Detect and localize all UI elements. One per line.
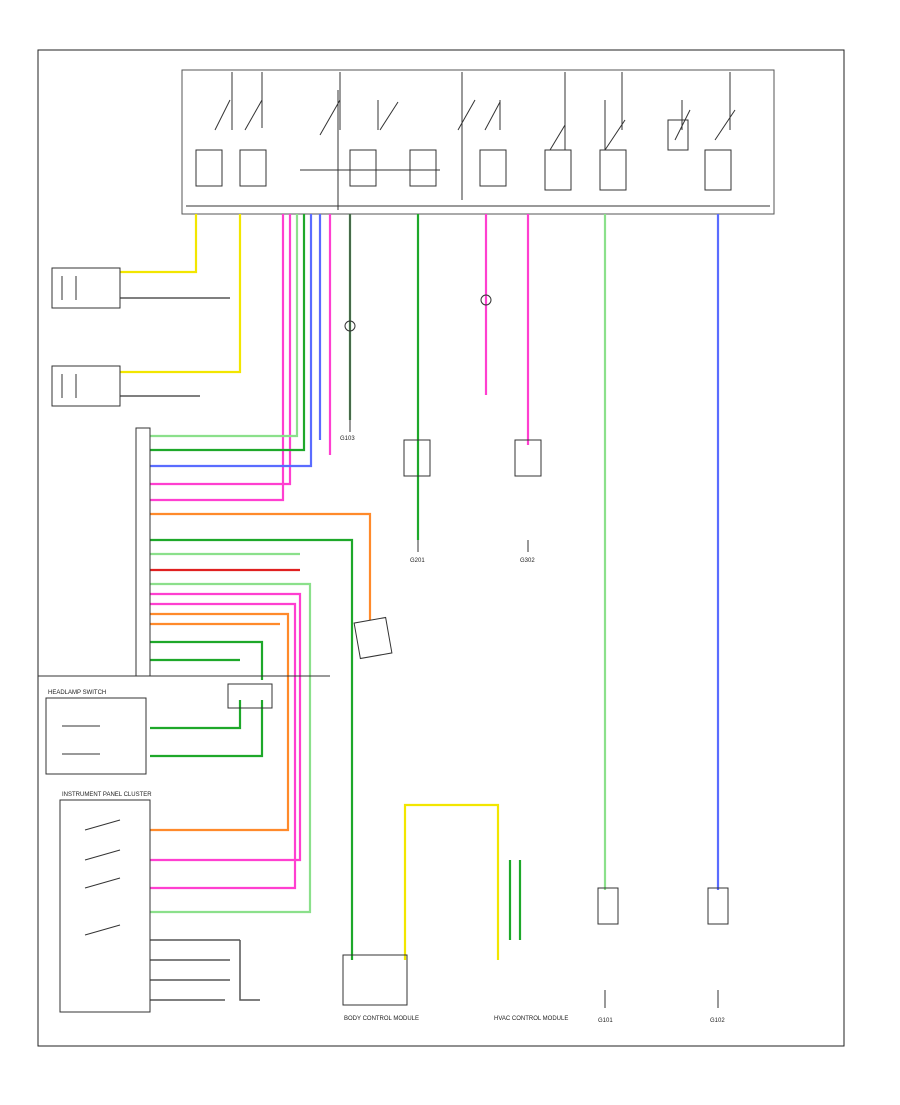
bcm-label: BODY CONTROL MODULE <box>344 1016 419 1022</box>
diagram-frame <box>37 49 845 1047</box>
fuse-relay-block <box>181 69 775 215</box>
ground-wires <box>120 214 351 1001</box>
harness-wires <box>120 214 720 960</box>
ground-label-2: G103 <box>340 436 355 442</box>
cluster-box <box>59 799 151 1013</box>
ground-label-1: G102 <box>710 1018 725 1024</box>
ground-label-0: G101 <box>598 1018 613 1024</box>
ipc-label: INSTRUMENT PANEL CLUSTER <box>62 792 152 798</box>
headlamp-switch-box <box>45 697 147 775</box>
components <box>227 294 729 1006</box>
headlamp-switch-label: HEADLAMP SWITCH <box>48 690 106 696</box>
ground-label-3: G201 <box>410 558 425 564</box>
ground-label-4: G302 <box>520 558 535 564</box>
bcm-connector <box>38 427 330 677</box>
door-switches <box>51 267 121 407</box>
ground-symbols <box>349 420 719 1008</box>
hvac-label: HVAC CONTROL MODULE <box>494 1016 568 1022</box>
relay-contacts <box>186 72 770 210</box>
